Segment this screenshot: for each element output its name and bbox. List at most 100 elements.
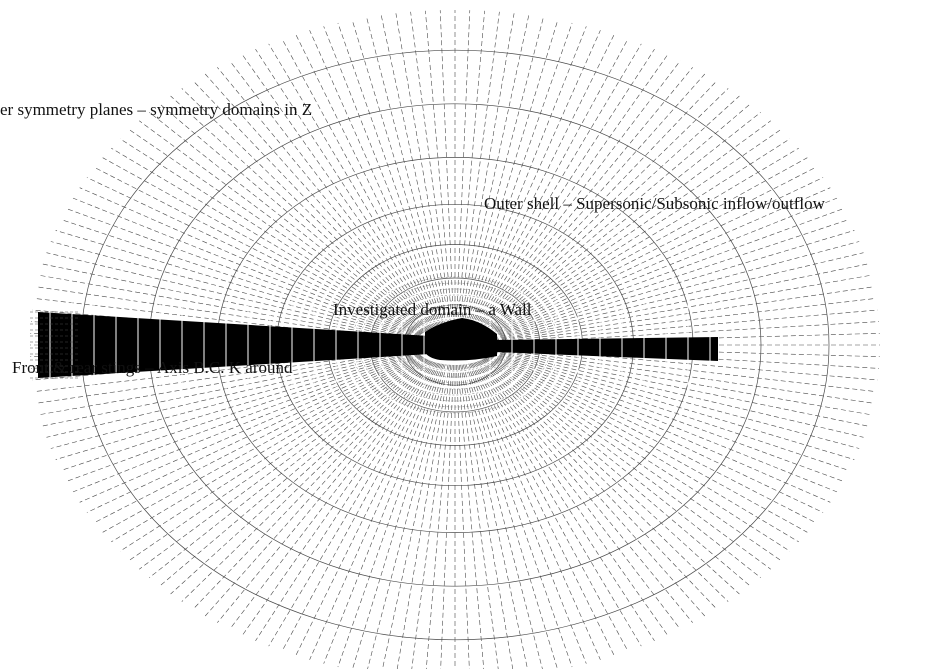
mesh-radial-line bbox=[463, 364, 543, 669]
mesh-radial-line bbox=[102, 355, 422, 533]
mesh-radial-line bbox=[46, 350, 417, 438]
mesh-radial-line bbox=[490, 353, 838, 493]
mesh-radial-line bbox=[60, 352, 418, 471]
mesh-radial-line bbox=[193, 80, 431, 330]
mesh-radial-line bbox=[129, 357, 425, 561]
mesh-radial-line bbox=[464, 19, 559, 326]
mesh-radial-line bbox=[491, 352, 844, 482]
mesh-radial-line bbox=[395, 13, 450, 326]
mesh-radial-line bbox=[456, 364, 470, 669]
mesh-radial-line bbox=[463, 17, 544, 326]
mesh-radial-line bbox=[487, 356, 799, 543]
mesh-radial-line bbox=[493, 350, 864, 438]
mesh-radial-line bbox=[488, 167, 816, 335]
mesh-radial-line bbox=[193, 360, 431, 610]
mesh-radial-line bbox=[229, 361, 435, 630]
mesh-radial-line bbox=[181, 88, 430, 330]
mesh-radial-line bbox=[139, 358, 426, 570]
front-sting bbox=[38, 312, 430, 378]
mesh-radial-line bbox=[50, 241, 418, 340]
mesh-radial-line bbox=[439, 10, 454, 326]
mesh-radial-line bbox=[352, 364, 446, 669]
mesh-radial-line bbox=[204, 73, 432, 329]
mesh-radial-line bbox=[492, 350, 860, 449]
mesh-radial-line bbox=[489, 354, 824, 513]
mesh-radial-line bbox=[111, 356, 423, 543]
mesh-radial-line bbox=[366, 17, 447, 326]
mesh-radial-line bbox=[255, 49, 437, 328]
mesh-radial-line bbox=[149, 358, 427, 578]
mesh-radial-line bbox=[490, 354, 831, 503]
mesh-radial-line bbox=[477, 361, 693, 623]
mesh-radial-line bbox=[295, 363, 441, 656]
mesh-radial-line bbox=[159, 359, 428, 587]
mesh-radial-line bbox=[102, 157, 422, 335]
mesh-radial-line bbox=[94, 355, 422, 523]
mesh-radial-line bbox=[337, 22, 445, 326]
mesh-radial-line bbox=[337, 364, 445, 668]
mesh-radial-line bbox=[465, 364, 573, 668]
mesh-radial-line bbox=[481, 359, 740, 595]
mesh-radial-line bbox=[139, 120, 426, 332]
mesh-radial-line bbox=[72, 197, 420, 337]
mesh-radial-line bbox=[492, 230, 855, 339]
mesh-radial-line bbox=[485, 357, 781, 561]
mesh-radial-line bbox=[170, 95, 429, 331]
mesh-radial-line bbox=[468, 30, 601, 327]
mesh-radial-line bbox=[488, 355, 808, 533]
mesh-radial-line bbox=[323, 26, 443, 327]
mesh-radial-line bbox=[484, 120, 771, 332]
mesh-radial-line bbox=[119, 138, 424, 333]
mesh-radial-line bbox=[486, 357, 791, 552]
mesh-radial-line bbox=[483, 112, 761, 332]
mesh-radial-line bbox=[204, 361, 432, 617]
mesh-radial-line bbox=[473, 362, 655, 641]
mesh-radial-line bbox=[457, 364, 485, 669]
mesh-radial-line bbox=[458, 364, 499, 669]
investigated-domain-label: Investigated domain – a Wall bbox=[333, 300, 532, 319]
mesh-radial-line bbox=[467, 363, 587, 664]
mesh-radial-line bbox=[129, 129, 425, 333]
mesh-radial-line bbox=[119, 357, 424, 552]
mesh-radial-line bbox=[382, 364, 449, 669]
mesh-radial-line bbox=[72, 353, 420, 493]
mesh-radial-line bbox=[66, 208, 419, 338]
mesh-radial-line bbox=[488, 355, 816, 523]
mesh-radial-line bbox=[217, 67, 433, 329]
mesh-radial-line bbox=[396, 364, 450, 669]
stings-label: Front & rear stings – Axis B.C. K around bbox=[12, 358, 293, 377]
mesh-radial-line bbox=[170, 359, 429, 595]
mesh-radial-lines bbox=[30, 10, 880, 669]
mesh-radial-line bbox=[488, 157, 808, 335]
mesh-radial-line bbox=[490, 197, 838, 337]
mesh-radial-line bbox=[484, 358, 771, 570]
mesh-radial-line bbox=[268, 362, 438, 647]
mesh-radial-line bbox=[480, 88, 729, 330]
mesh-radial-line bbox=[475, 361, 681, 630]
mesh-radial-line bbox=[493, 263, 868, 341]
mesh-radial-line bbox=[323, 363, 443, 664]
mesh-radial-line bbox=[491, 208, 844, 338]
mesh-radial-line bbox=[111, 147, 423, 334]
mesh-radial-line bbox=[229, 60, 435, 329]
symmetry-planes-label: er symmetry planes – symmetry domains in… bbox=[0, 100, 313, 119]
mesh-radial-line bbox=[490, 187, 831, 336]
mesh-radial-line bbox=[469, 363, 615, 656]
mesh-radial-line bbox=[489, 177, 824, 336]
mesh-radial-line bbox=[255, 362, 437, 641]
mesh-radial-line bbox=[425, 10, 453, 326]
mesh-radial-line bbox=[86, 354, 421, 513]
mesh-radial-line bbox=[479, 360, 717, 610]
mesh-radial-line bbox=[94, 167, 422, 335]
mesh-radial-line bbox=[487, 147, 799, 334]
mesh-radial-line bbox=[481, 95, 740, 331]
mesh-radial-line bbox=[471, 363, 629, 652]
rear-sting bbox=[495, 337, 718, 361]
mesh-radial-line bbox=[55, 230, 418, 339]
mesh-radial-line bbox=[483, 358, 761, 578]
mesh-radial-line bbox=[86, 177, 421, 336]
mesh-radial-line bbox=[482, 103, 751, 331]
mesh-radial-line bbox=[479, 80, 717, 330]
mesh-radial-line bbox=[494, 275, 871, 342]
mesh-radial-line bbox=[465, 22, 573, 326]
